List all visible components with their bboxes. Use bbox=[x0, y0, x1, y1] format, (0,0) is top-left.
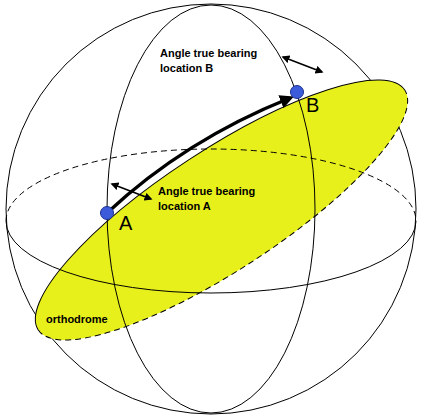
orthodrome-edge-front bbox=[5, 40, 404, 330]
bearing-label: Angle true bearing location A bbox=[158, 184, 276, 214]
plane-label: orthodrome bbox=[46, 312, 108, 326]
route-arrow bbox=[107, 98, 290, 213]
bearing-label: Angle true bearing location B bbox=[160, 46, 278, 76]
orthodrome-plane bbox=[5, 40, 423, 380]
orthodrome-fill bbox=[5, 40, 423, 380]
point-label: B bbox=[306, 94, 319, 116]
meridian bbox=[107, 5, 315, 413]
equator-back bbox=[6, 149, 416, 221]
orthodrome-edge-back bbox=[38, 90, 423, 380]
point-label: A bbox=[119, 212, 132, 234]
location-dot bbox=[291, 86, 304, 99]
bearing-arrow-b bbox=[283, 57, 322, 72]
location-dot bbox=[101, 207, 114, 220]
equator-front bbox=[6, 221, 416, 293]
bearing-arrow-a bbox=[112, 184, 151, 199]
